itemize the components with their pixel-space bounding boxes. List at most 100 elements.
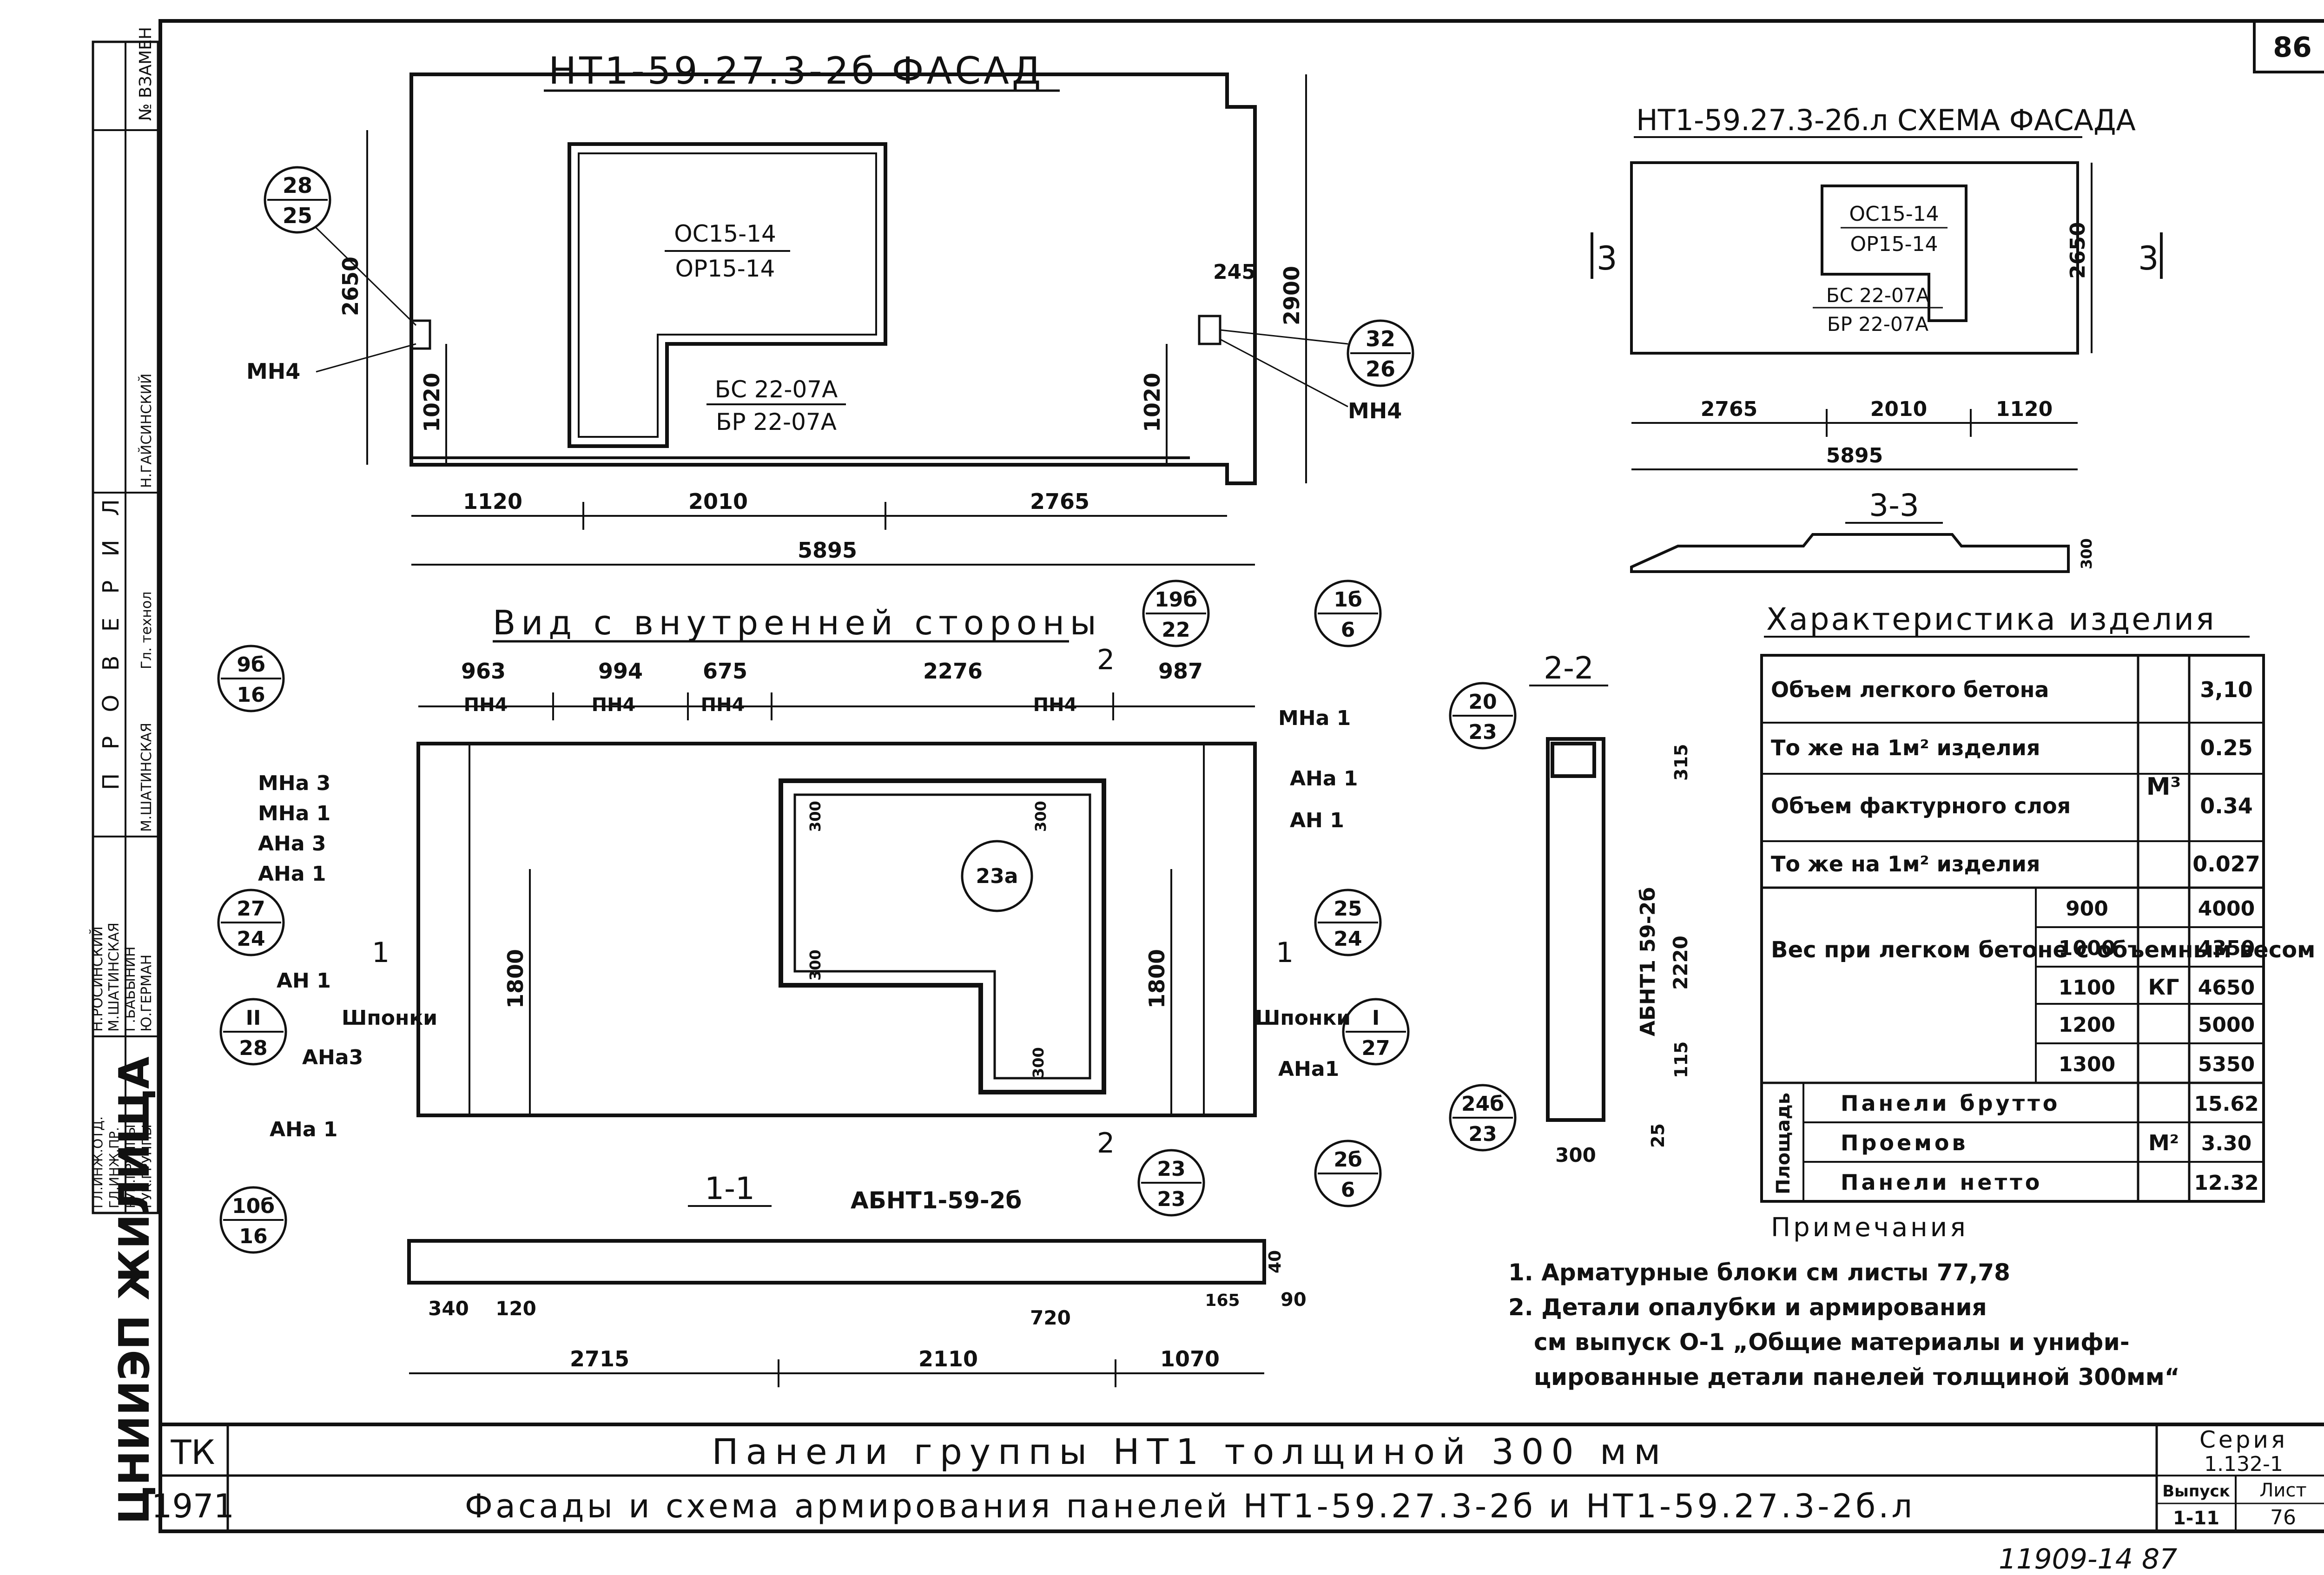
svg-text:16: 16 bbox=[239, 1225, 267, 1248]
inner-callout-3: 1б 6 bbox=[1314, 580, 1382, 647]
facade-callout-left-top: 28 bbox=[283, 173, 312, 198]
inner-left-label-8: АНа 1 bbox=[270, 1118, 338, 1141]
section11-title: 1-1 bbox=[705, 1171, 755, 1206]
inner-right-label-1: МНа 1 bbox=[1278, 706, 1351, 730]
char-weight-5: 5350 bbox=[2198, 1053, 2255, 1076]
char-area-3-value: 12.32 bbox=[2194, 1171, 2258, 1195]
name-6: Н.ГАЙСИНСКИЙ bbox=[138, 374, 155, 488]
inner-dim-987: 987 bbox=[1158, 659, 1203, 684]
facade-outline bbox=[409, 72, 1257, 485]
check-label: П Р О В Е Р И Л bbox=[98, 491, 124, 790]
inner-title: Вид с внутренней стороны bbox=[493, 603, 1102, 642]
section22-profile bbox=[1546, 737, 1605, 1122]
char-area-2-value: 3.30 bbox=[2201, 1132, 2252, 1155]
char-density-5: 1300 bbox=[2059, 1053, 2115, 1076]
tb-sheet-value: 76 bbox=[2270, 1506, 2296, 1529]
svg-text:22: 22 bbox=[1162, 618, 1190, 642]
inner-left-label-7: АНа3 bbox=[302, 1046, 363, 1069]
section11-callout: 23 23 bbox=[1137, 1149, 1205, 1217]
inner-right-label-3: АН 1 bbox=[1290, 809, 1344, 832]
notes-line-3: см выпуск О-1 „Общие материалы и унифи- bbox=[1534, 1329, 2130, 1356]
svg-text:I: I bbox=[1372, 1006, 1380, 1030]
section22-dim-115: 115 bbox=[1671, 1041, 1691, 1078]
facade-door-bottom: БР 22-07А bbox=[716, 409, 837, 435]
svg-text:25: 25 bbox=[1334, 897, 1362, 921]
page-number-box bbox=[2253, 20, 2324, 73]
char-weight-4: 5000 bbox=[2198, 1013, 2255, 1037]
svg-text:9б: 9б bbox=[237, 653, 265, 677]
section22-dim-25: 25 bbox=[1648, 1123, 1668, 1148]
inner-dim-1800-right: 1800 bbox=[1144, 949, 1169, 1008]
svg-text:1б: 1б bbox=[1334, 588, 1362, 612]
facade-title: НТ1-59.27.3-2б ФАСАД bbox=[548, 49, 1043, 92]
inner-reinforcement bbox=[779, 778, 1106, 1094]
scheme-dim-2010: 2010 bbox=[1870, 397, 1927, 421]
section11-dim-2715: 2715 bbox=[570, 1346, 629, 1371]
facade-embed-left bbox=[410, 319, 431, 350]
char-row-4-label: То же на 1м² изделия bbox=[1771, 851, 2040, 876]
facade-window-bottom: ОР15-14 bbox=[675, 255, 775, 282]
facade-dim-2765: 2765 bbox=[1030, 489, 1089, 514]
svg-text:6: 6 bbox=[1341, 1178, 1355, 1202]
section11-dim-340: 340 bbox=[428, 1297, 469, 1320]
svg-text:23а: 23а bbox=[976, 864, 1018, 888]
char-unit-m3: М³ bbox=[2146, 773, 2181, 801]
section11-block-label: АБНТ1-59-2б bbox=[851, 1187, 1022, 1214]
inner-callout-8: 25 24 bbox=[1314, 889, 1382, 956]
name-2: Г.БАБЫНИН bbox=[122, 946, 139, 1032]
inner-callout-1: 9б 16 bbox=[217, 645, 285, 712]
facade-dim-2900: 2900 bbox=[1279, 266, 1304, 325]
title-block bbox=[158, 1423, 2324, 1533]
tb-series-value: 1.132-1 bbox=[2204, 1452, 2283, 1476]
inner-callout-6: 10б 16 bbox=[219, 1186, 287, 1254]
section11-dim-40: 40 bbox=[1266, 1250, 1285, 1273]
role-1: ГЛ.ИНЖ.ОТД. bbox=[90, 1116, 106, 1208]
inner-dim-994: 994 bbox=[598, 659, 643, 684]
inner-left-label-6: Шпонки bbox=[342, 1006, 437, 1030]
char-density-2: 1000 bbox=[2059, 936, 2115, 960]
org-name: ЦНИИЭП ЖИЛИЩА bbox=[110, 1056, 159, 1524]
section11-dim-720: 720 bbox=[1030, 1306, 1071, 1329]
inner-section-1-left: 1 bbox=[372, 936, 390, 969]
page-number: 86 bbox=[2273, 31, 2312, 64]
char-density-4: 1200 bbox=[2059, 1013, 2115, 1037]
inner-outline bbox=[416, 742, 1257, 1117]
frame-dim-3: 300 bbox=[806, 949, 824, 981]
inner-section-mark-top: 2 bbox=[1097, 644, 1115, 676]
inner-pn-1: ПН4 bbox=[464, 694, 508, 716]
inner-dim-ticks bbox=[552, 692, 1114, 720]
inner-callout-5: II 28 bbox=[219, 998, 287, 1066]
facade-dim-1020-left: 1020 bbox=[419, 373, 444, 432]
notes-line-2: 2. Детали опалубки и армирования bbox=[1508, 1294, 1987, 1321]
inner-pn-4: ПН4 bbox=[1033, 694, 1077, 716]
svg-text:24: 24 bbox=[1334, 927, 1362, 951]
left-stamp-rows bbox=[93, 129, 158, 1214]
svg-text:23: 23 bbox=[1157, 1187, 1185, 1211]
svg-text:27: 27 bbox=[237, 897, 265, 921]
scheme-section-left: 3 bbox=[1597, 239, 1618, 277]
svg-text:27: 27 bbox=[1361, 1036, 1390, 1060]
char-area-label: Площадь bbox=[1773, 1093, 1794, 1194]
svg-text:24б: 24б bbox=[1461, 1092, 1504, 1116]
name-3: М.ШАТИНСКАЯ bbox=[106, 923, 122, 1032]
facade-callout-left-bottom: 25 bbox=[283, 203, 312, 228]
facade-dim-1020-right: 1020 bbox=[1140, 373, 1165, 432]
tb-issue-label: Выпуск bbox=[2162, 1482, 2230, 1501]
tb-title-2: Фасады и схема армирования панелей НТ1-5… bbox=[465, 1487, 1915, 1525]
inner-left-label-5: АН 1 bbox=[277, 969, 331, 993]
char-density-1: 900 bbox=[2066, 897, 2108, 921]
tb-title-1: Панели группы НТ1 толщиной 300 мм bbox=[712, 1431, 1668, 1472]
scheme-dim-1120: 1120 bbox=[1996, 397, 2053, 421]
char-unit-m2: М² bbox=[2148, 1130, 2179, 1155]
facade-callout-left bbox=[264, 166, 331, 234]
char-area-1-value: 15.62 bbox=[2194, 1092, 2258, 1116]
section11-dim-1070: 1070 bbox=[1160, 1346, 1220, 1371]
scheme-section-right: 3 bbox=[2138, 239, 2159, 277]
name-4: Ю.ГЕРМАН bbox=[139, 955, 155, 1032]
section-3-3-profile bbox=[1630, 533, 2070, 573]
facade-window-top: ОС15-14 bbox=[674, 220, 776, 247]
replace-label: № ВЗАМЕН bbox=[136, 27, 155, 121]
svg-text:20: 20 bbox=[1468, 690, 1497, 714]
inner-callout-4: 27 24 bbox=[217, 889, 285, 956]
